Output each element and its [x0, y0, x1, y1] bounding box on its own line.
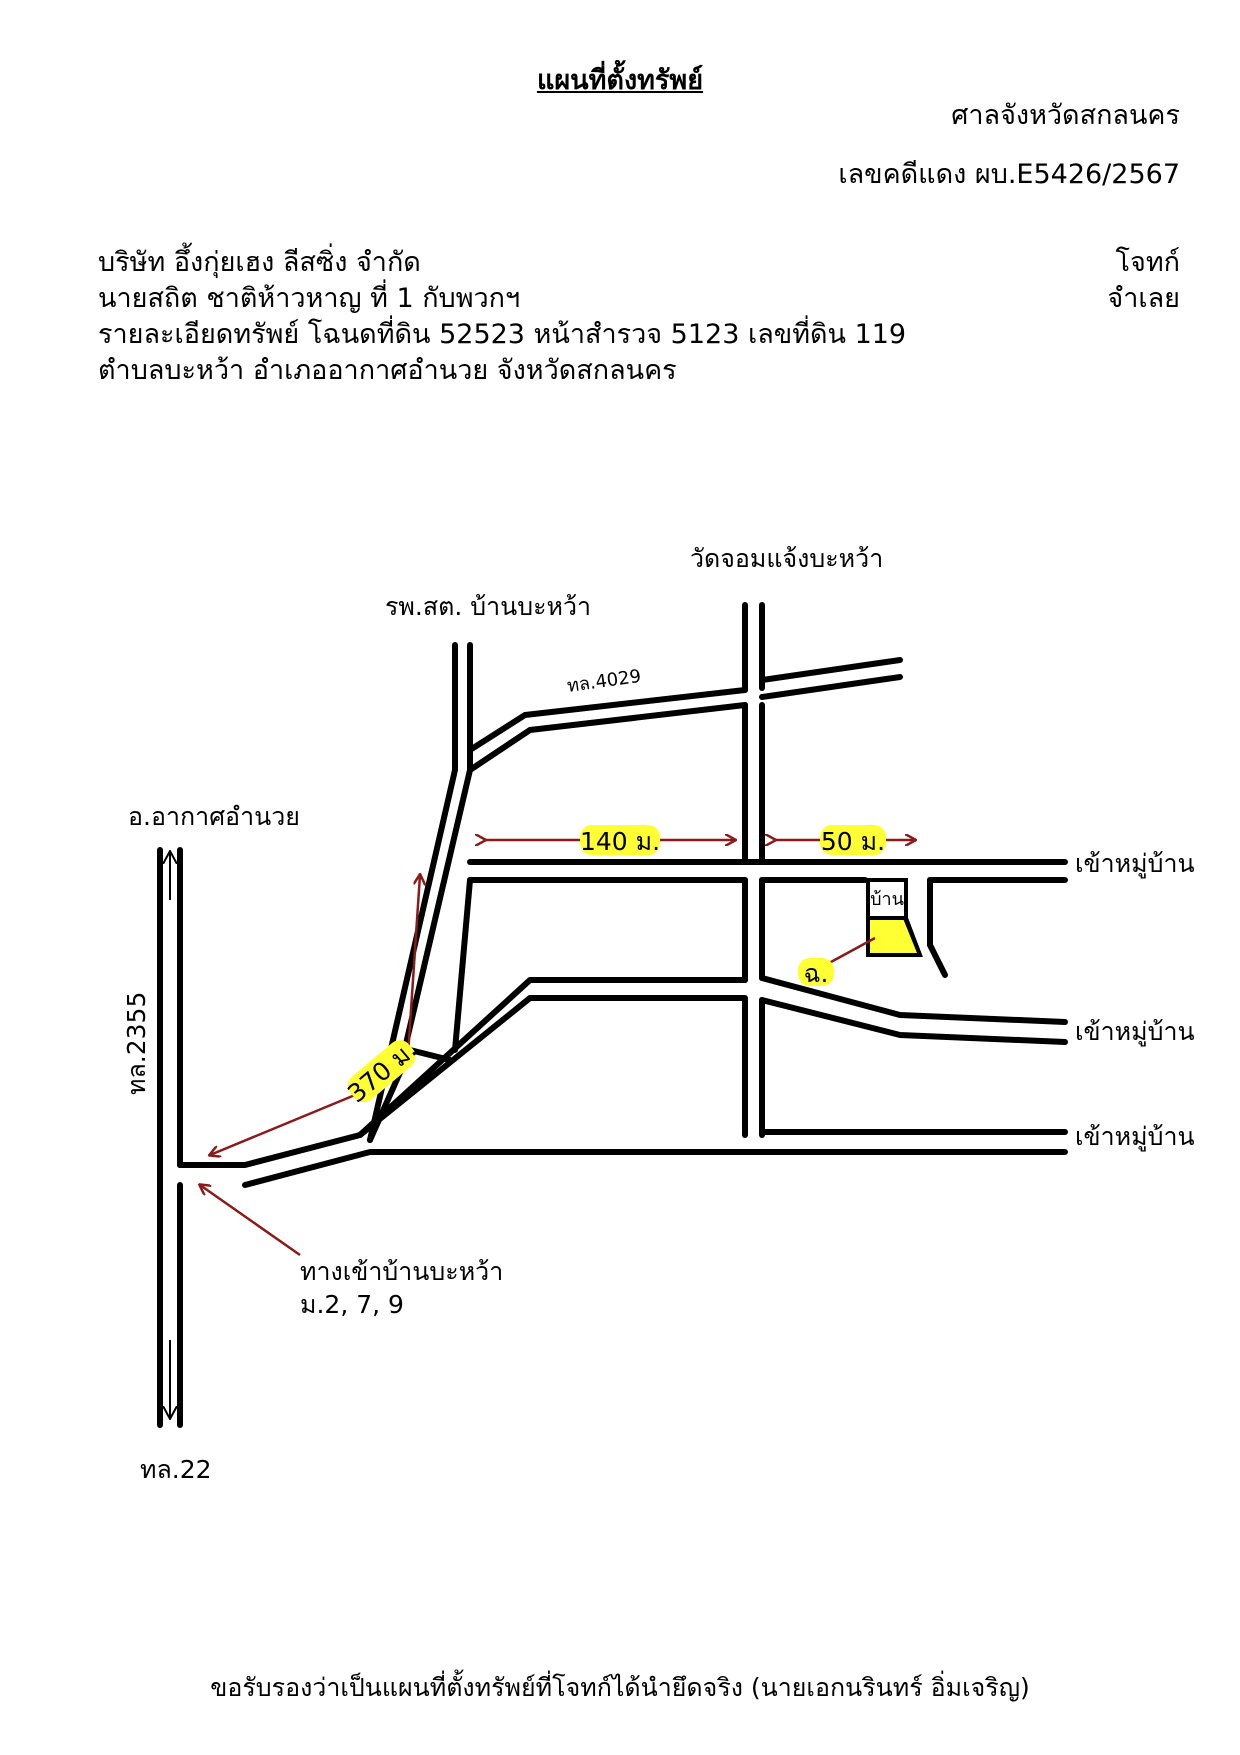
entrance-label-line2: ม.2, 7, 9: [300, 1290, 404, 1319]
temple-label: วัดจอมแจ้งบะหว้า: [690, 544, 883, 573]
akat-amnuay-label: อ.อากาศอำนวย: [128, 802, 300, 831]
distance-140: 140 ม.: [580, 827, 660, 856]
certification-statement: ขอรับรองว่าเป็นแผนที่ตั้งทรัพย์ที่โจทก์ไ…: [210, 1673, 1030, 1702]
village-road-2-label: เข้าหมู่บ้าน: [1075, 1017, 1195, 1047]
property-plot: [866, 878, 923, 957]
distance-arrows: [200, 840, 915, 1257]
distance-370-badge: [347, 1040, 416, 1103]
road-4029-label: ทล.4029: [566, 666, 643, 697]
property-mark-badge: [798, 958, 834, 986]
distance-50: 50 ม.: [821, 827, 885, 856]
village-road-1-label: เข้าหมู่บ้าน: [1075, 849, 1195, 879]
hospital-label: รพ.สต. บ้านบะหว้า: [385, 592, 591, 621]
road-22-label: ทล.22: [140, 1455, 212, 1484]
plaintiff-name: บริษัท อึ้งกุ่ยเฮง ลีสซิ่ง จำกัด: [98, 247, 421, 278]
document-title: แผนที่ตั้งทรัพย์: [536, 65, 704, 96]
court-name: ศาลจังหวัดสกลนคร: [951, 100, 1180, 131]
plaintiff-role: โจทก์: [1115, 247, 1180, 278]
distance-50-badge: [820, 825, 886, 855]
defendant-name: นายสถิต ชาติห้าวหาญ ที่ 1 กับพวกฯ: [98, 283, 521, 314]
entrance-label-line1: ทางเข้าบ้านบะหว้า: [300, 1257, 503, 1286]
entrance-road: [177, 977, 1068, 1188]
village-road-3-label: เข้าหมู่บ้าน: [1075, 1122, 1195, 1152]
highway-2355: [157, 847, 183, 1428]
main-road: [357, 602, 1068, 1143]
defendant-role: จำเลย: [1107, 283, 1180, 314]
road-2355-label: ทล.2355: [122, 992, 151, 1095]
distance-140-badge: [580, 825, 660, 855]
house-label: บ้าน: [870, 889, 904, 910]
property-location: ตำบลบะหว้า อำเภออากาศอำนวย จังหวัดสกลนคร: [98, 355, 677, 386]
property-detail: รายละเอียดทรัพย์ โฉนดที่ดิน 52523 หน้าสำ…: [98, 319, 907, 350]
property-mark: ฉ.: [804, 959, 829, 988]
case-number: เลขคดีแดง ผบ.E5426/2567: [838, 159, 1180, 190]
